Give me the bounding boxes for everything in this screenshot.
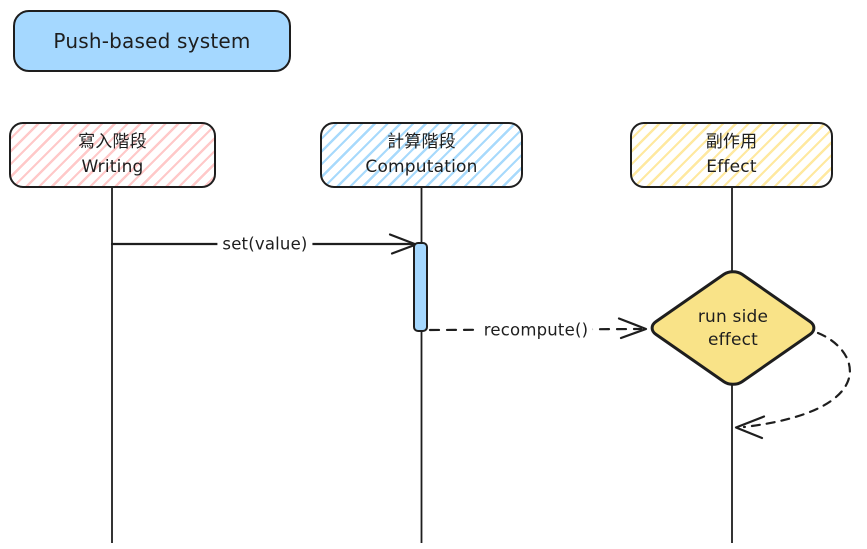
participant-effect-label-zh: 副作用 (705, 132, 758, 153)
participant-computation: 計算階段 Computation (320, 122, 523, 188)
participant-writing-label-zh: 寫入階段 (78, 132, 147, 153)
self-loop-arrow (742, 331, 851, 429)
effect-node-diamond (647, 268, 820, 388)
participant-computation-label-zh: 計算階段 (387, 132, 456, 153)
participant-writing: 寫入階段 Writing (9, 122, 216, 188)
participant-effect-label-en: Effect (706, 157, 757, 177)
arrowhead-self-loop-icon (734, 415, 766, 440)
message-label-recompute: recompute() (478, 320, 594, 340)
diagram-title: Push-based system (53, 29, 251, 53)
arrowhead-recompute-icon (617, 317, 648, 340)
message-label-set: set(value) (217, 234, 313, 254)
participant-writing-label-en: Writing (81, 157, 144, 177)
diagram-title-box: Push-based system (13, 10, 291, 72)
participant-computation-label-en: Computation (365, 157, 478, 177)
participant-effect: 副作用 Effect (630, 122, 833, 188)
effect-node-label: run side effect (697, 307, 769, 350)
activation-bar-computation (413, 242, 428, 332)
